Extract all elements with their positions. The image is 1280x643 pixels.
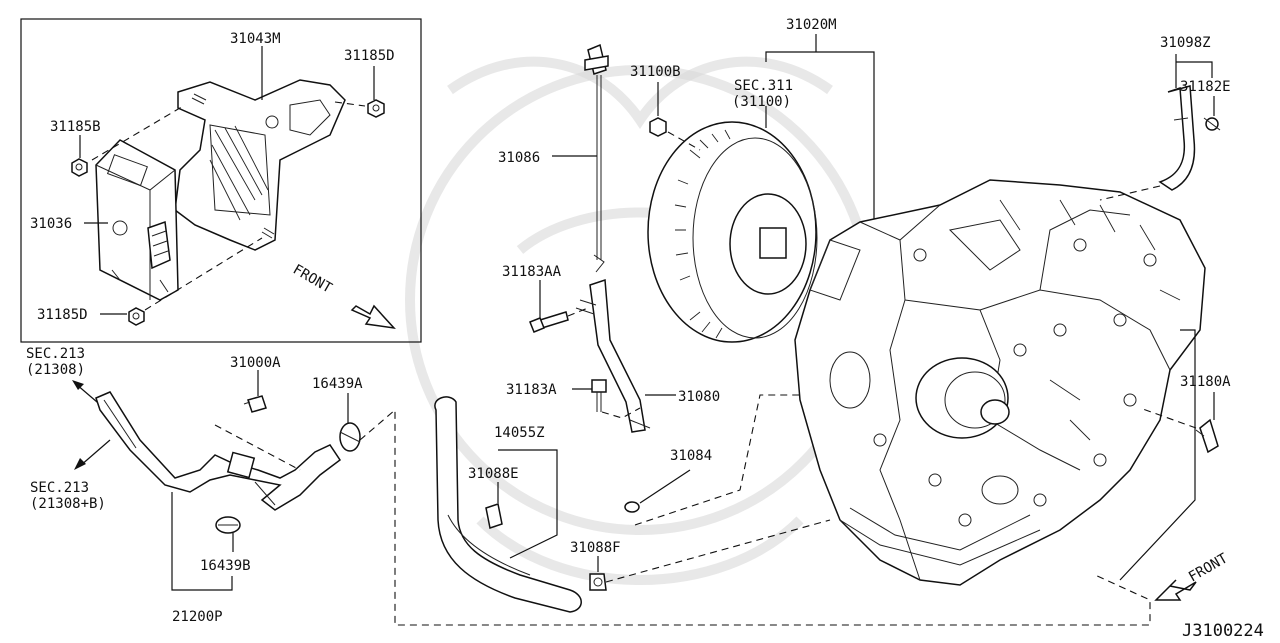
label-31185d-top: 31185D bbox=[344, 48, 395, 64]
label-31182e: 31182E bbox=[1180, 79, 1231, 95]
label-16439a: 16439A bbox=[312, 376, 363, 392]
breather-hose-14055z bbox=[434, 396, 582, 613]
leader-dash-loop bbox=[359, 408, 1151, 626]
torque-converter bbox=[647, 121, 818, 343]
label-31086: 31086 bbox=[498, 150, 540, 166]
label-21200p: 21200P bbox=[172, 609, 223, 625]
label-31098z: 31098Z bbox=[1160, 35, 1211, 51]
label-31088e: 31088E bbox=[468, 466, 519, 482]
leader-31084 bbox=[639, 469, 691, 504]
figure-code: J3100224 bbox=[1182, 621, 1264, 639]
oil-level-gauge-31086 bbox=[584, 43, 609, 273]
label-31100b: 31100B bbox=[630, 64, 681, 80]
label-31183aa: 31183AA bbox=[502, 264, 562, 280]
label-sec213-a: SEC.213 bbox=[26, 346, 85, 362]
o-ring-31084 bbox=[624, 501, 640, 513]
leader-dash-31183a bbox=[601, 407, 641, 419]
label-31000a: 31000A bbox=[230, 355, 281, 371]
label-31036: 31036 bbox=[30, 216, 72, 232]
leader-dash-31088f bbox=[605, 519, 831, 583]
label-sec311: SEC.311 bbox=[734, 78, 793, 94]
bolt-31183aa bbox=[529, 311, 569, 333]
inset-frame bbox=[20, 18, 422, 343]
direction-arrow-sec213-b-icon bbox=[74, 439, 111, 470]
leader-dash-left bbox=[214, 424, 301, 471]
label-sec213-a-ref: (21308) bbox=[26, 362, 85, 378]
label-sec213-b-ref: (21308+B) bbox=[30, 496, 106, 512]
bracket-31043m bbox=[174, 79, 346, 251]
bolt-31180a bbox=[1195, 418, 1219, 454]
leader-14055z bbox=[498, 449, 558, 559]
label-sec213-b: SEC.213 bbox=[30, 480, 89, 496]
leader-inset-3 bbox=[144, 237, 263, 311]
leader-21200p bbox=[171, 492, 233, 591]
leader-transaxle-right bbox=[1119, 329, 1196, 581]
clip-31088e bbox=[485, 503, 503, 529]
nut-31185d-top bbox=[367, 99, 385, 118]
label-14055z: 14055Z bbox=[494, 425, 545, 441]
bolt-31183a bbox=[591, 379, 607, 412]
clamp-16439a bbox=[339, 422, 361, 452]
label-sec311-ref: (31100) bbox=[732, 94, 791, 110]
nut-31100b bbox=[649, 117, 667, 137]
label-31185b: 31185B bbox=[50, 119, 101, 135]
leader-31098z bbox=[1175, 54, 1213, 88]
bolt-31000a bbox=[243, 395, 267, 413]
label-31080: 31080 bbox=[678, 389, 720, 405]
leader-inset-1 bbox=[91, 104, 186, 161]
label-front-inset: FRONT bbox=[290, 262, 335, 297]
oil-filler-tube-31080 bbox=[575, 278, 651, 433]
leader-dash-31098z bbox=[1099, 185, 1161, 201]
label-31043m: 31043M bbox=[230, 31, 281, 47]
leader-inset-2 bbox=[334, 101, 366, 107]
front-arrow-main-icon bbox=[1154, 579, 1197, 601]
label-31185d-bottom: 31185D bbox=[37, 307, 88, 323]
oil-cooler-pipe-21200p bbox=[95, 391, 342, 511]
transaxle-assembly bbox=[794, 179, 1206, 586]
nut-31185b bbox=[71, 158, 88, 177]
leader-31020m bbox=[765, 34, 875, 225]
clamp-31182e bbox=[1203, 117, 1221, 131]
label-31088f: 31088F bbox=[570, 540, 621, 556]
label-16439b: 16439B bbox=[200, 558, 251, 574]
front-arrow-inset-icon bbox=[350, 304, 396, 330]
leader-dash-31100b bbox=[667, 131, 701, 151]
hose-31098z bbox=[1158, 85, 1196, 191]
bolt-stud-inset bbox=[191, 93, 275, 239]
label-front-main: FRONT bbox=[1186, 550, 1231, 585]
label-31084: 31084 bbox=[670, 448, 712, 464]
control-unit-31036 bbox=[95, 139, 179, 301]
leader-dash-31180a bbox=[1139, 407, 1197, 429]
clamp-16439b bbox=[215, 516, 241, 534]
nut-31185d-bottom bbox=[128, 307, 145, 326]
label-31020m: 31020M bbox=[786, 17, 837, 33]
leader-dash-31183aa bbox=[567, 307, 589, 317]
label-31183a: 31183A bbox=[506, 382, 557, 398]
clip-31088f bbox=[589, 573, 607, 591]
label-31180a: 31180A bbox=[1180, 374, 1231, 390]
